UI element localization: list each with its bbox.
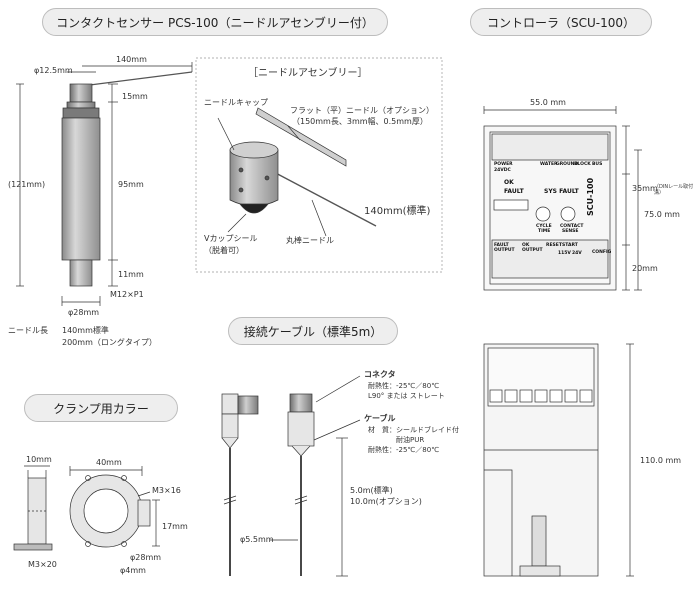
panel-contact: CONTACT	[560, 224, 584, 229]
clamp-w40: 40mm	[96, 458, 122, 467]
cable-material: 材 質：シールドブレイド付	[368, 426, 459, 434]
sensor-h11: 11mm	[118, 270, 144, 279]
panel-power: POWER	[494, 162, 513, 167]
panel-config: CONFIG	[592, 250, 612, 255]
panel-ok: OK	[504, 179, 514, 186]
cable-drawing	[221, 375, 361, 577]
panel-model: SCU-100	[586, 177, 595, 216]
controller-h110: 110.0 mm	[640, 456, 682, 465]
connector-title: コネクタ	[364, 370, 396, 379]
cable-length-std: 5.0m(標準)	[350, 486, 393, 495]
panel-24v: 24V	[572, 251, 582, 256]
controller-section-title: コントローラ（SCU-100）	[470, 8, 652, 36]
panel-block: BLOCK	[574, 162, 591, 167]
controller-h35-note: （DINレール取付溝）	[654, 184, 694, 196]
clamp-h17: 17mm	[162, 522, 188, 531]
panel-115v: 115V	[558, 251, 571, 256]
needle-std-length: 140mm(標準)	[364, 206, 431, 217]
clamp-d28: φ28mm	[130, 553, 162, 562]
cable-material-2: 耐油PUR	[396, 436, 425, 444]
controller-front-drawing	[483, 106, 642, 291]
panel-start: START	[562, 243, 578, 248]
panel-water: WATER	[540, 162, 558, 167]
controller-side-drawing	[483, 343, 634, 577]
sensor-thread: M12×P1	[110, 290, 144, 299]
sensor-h121: (121mm)	[8, 180, 46, 189]
panel-reset: RESET	[546, 243, 562, 248]
needle-length-long: 200mm（ロングタイプ）	[62, 338, 157, 347]
controller-h75: 75.0 mm	[644, 210, 680, 219]
cable-title: ケーブル	[364, 414, 396, 423]
cable-length-opt: 10.0m(オプション)	[350, 497, 422, 506]
clamp-d4: φ4mm	[120, 566, 146, 575]
controller-h35: 35mm	[632, 184, 658, 193]
connector-heat: 耐熱性：-25℃／80℃	[368, 382, 440, 390]
panel-sense: SENSE	[562, 229, 579, 234]
cable-section-title: 接続ケーブル（標準5m）	[228, 317, 398, 345]
sensor-dia-body: φ28mm	[68, 308, 100, 317]
panel-ok-output: OK OUTPUT	[522, 243, 543, 254]
needle-assembly-drawing	[195, 57, 443, 273]
clamp-section-title: クランプ用カラー	[24, 394, 178, 422]
flat-needle-label: フラット（平）ニードル（オプション）	[290, 106, 434, 115]
sensor-section-title: コンタクトセンサー PCS-100（ニードルアセンブリー付）	[42, 8, 388, 36]
controller-w55: 55.0 mm	[530, 98, 566, 107]
needle-cap-label: ニードルキャップ	[204, 98, 268, 107]
flat-needle-spec: （150mm長、3mm幅、0.5mm厚）	[292, 117, 428, 126]
panel-vdc: 24VDC	[494, 168, 511, 173]
panel-fault: FAULT	[504, 188, 524, 195]
panel-bus: BUS	[592, 162, 603, 167]
sensor-drawing	[16, 62, 193, 306]
panel-sys-fault: SYS FAULT	[544, 188, 579, 195]
panel-cycle: CYCLE	[536, 224, 552, 229]
needle-assembly-title: ［ニードルアセンブリー］	[248, 68, 368, 79]
clamp-m3x16: M3×16	[152, 486, 181, 495]
connector-type: L90° または ストレート	[368, 392, 445, 400]
clamp-m3x20: M3×20	[28, 560, 57, 569]
panel-time: TIME	[538, 229, 551, 234]
sensor-h15: 15mm	[122, 92, 148, 101]
needle-length-std: 140mm標準	[62, 326, 109, 335]
controller-h20: 20mm	[632, 264, 658, 273]
cable-dia: φ5.5mm	[240, 535, 274, 544]
v-cup-seal-note: （脱着可）	[204, 246, 244, 255]
sensor-width-140: 140mm	[116, 55, 147, 64]
panel-ground: GROUND	[556, 162, 579, 167]
round-needle-label: 丸棒ニードル	[286, 236, 334, 245]
clamp-w10: 10mm	[26, 455, 52, 464]
cable-heat: 耐熱性：-25℃／80℃	[368, 446, 440, 454]
clamp-drawing	[13, 465, 160, 551]
sensor-dia-top: φ12.5mm	[34, 66, 73, 75]
panel-fault-output: FAULT OUTPUT	[494, 243, 515, 254]
v-cup-seal-label: Vカップシール	[204, 234, 258, 243]
sensor-h95: 95mm	[118, 180, 144, 189]
needle-length-label: ニードル長	[8, 326, 48, 335]
